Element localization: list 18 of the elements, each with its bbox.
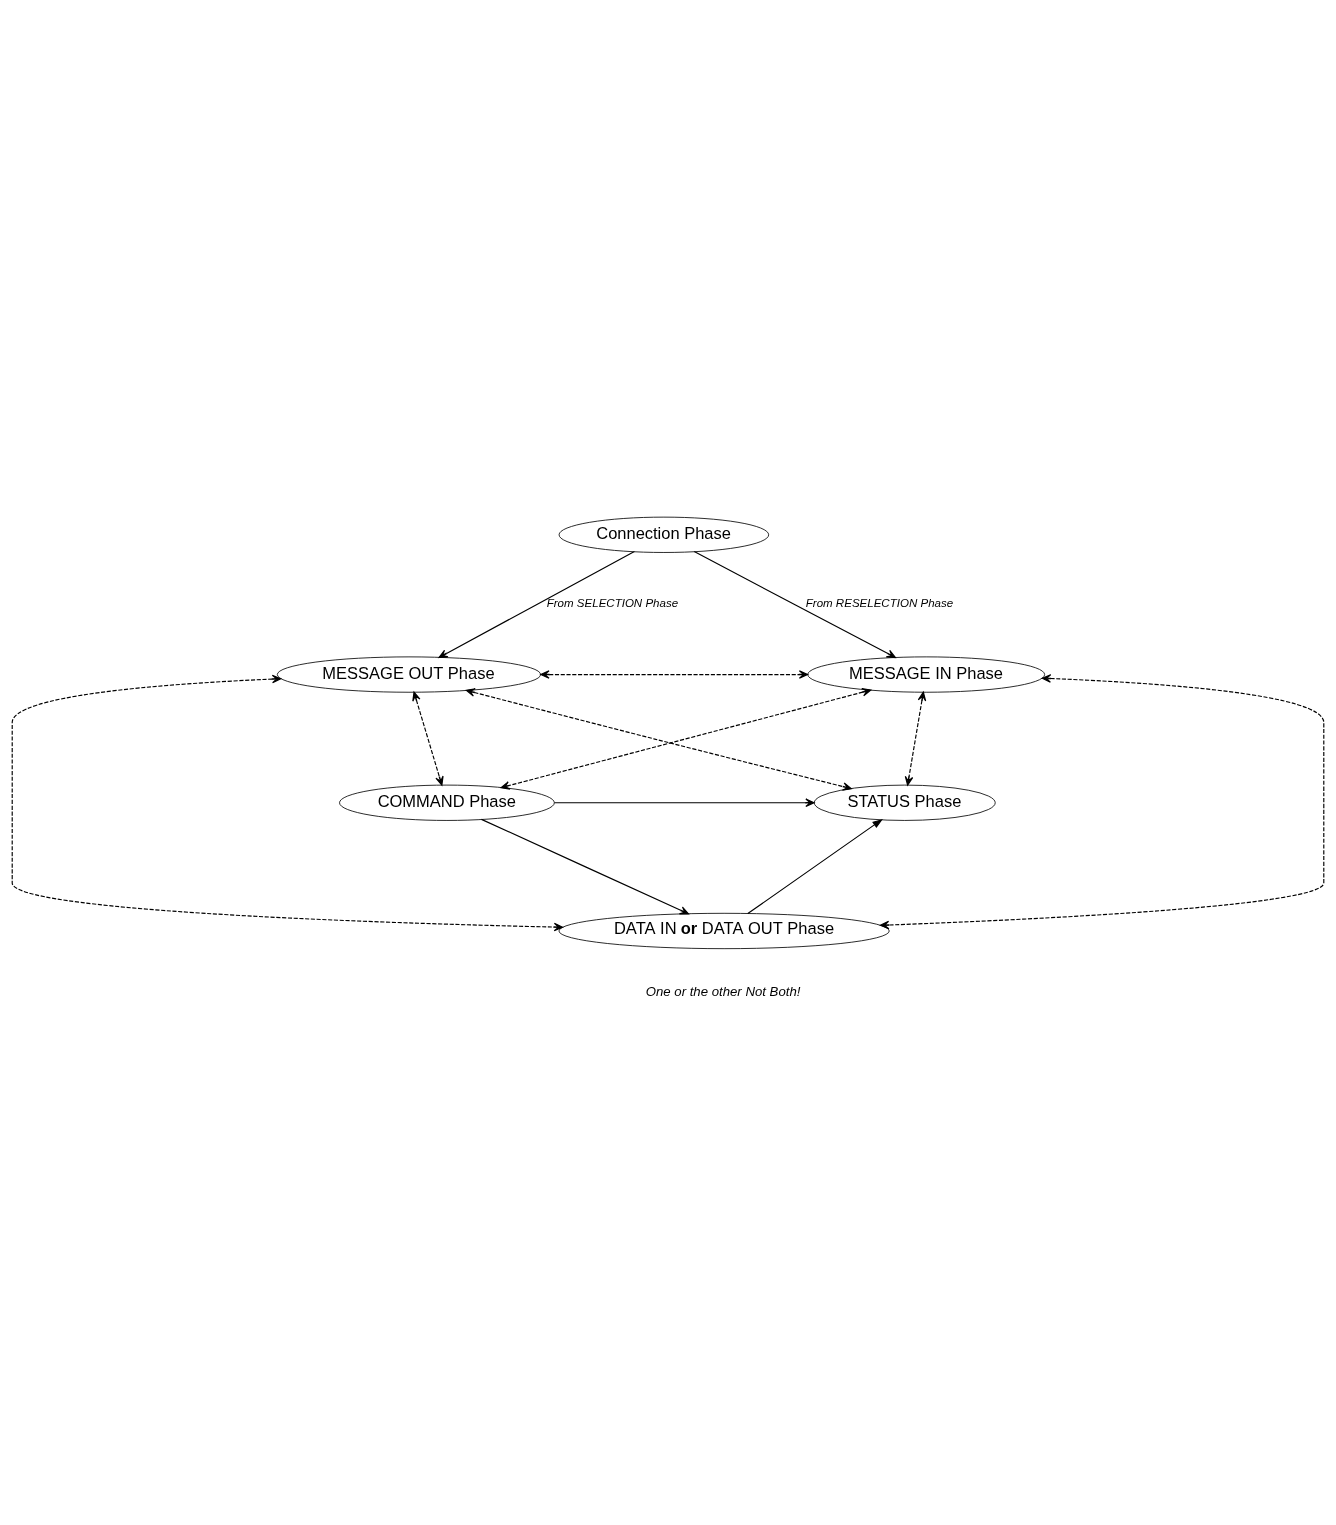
node-ellipse: MESSAGE OUT Phase bbox=[276, 655, 542, 693]
arrow bbox=[540, 669, 809, 679]
node-ellipse: MESSAGE IN Phase bbox=[807, 655, 1046, 693]
arrow bbox=[553, 798, 815, 807]
arrow bbox=[438, 550, 635, 658]
arrow bbox=[747, 818, 883, 914]
node-ellipse: COMMAND Phase bbox=[339, 784, 555, 821]
node-label: One or the other Not Both! bbox=[645, 983, 801, 999]
arrow bbox=[11, 674, 564, 931]
edge-label: From RESELECTION Phase bbox=[805, 596, 954, 609]
arrow bbox=[693, 550, 896, 658]
edge-label: From SELECTION Phase bbox=[546, 596, 679, 609]
arrow bbox=[412, 691, 444, 786]
arrow bbox=[480, 818, 690, 914]
node-ellipse: STATUS Phase bbox=[813, 784, 996, 821]
arrow bbox=[879, 673, 1325, 929]
arrow bbox=[904, 691, 927, 786]
node-ellipse: Connection Phase bbox=[558, 516, 770, 553]
